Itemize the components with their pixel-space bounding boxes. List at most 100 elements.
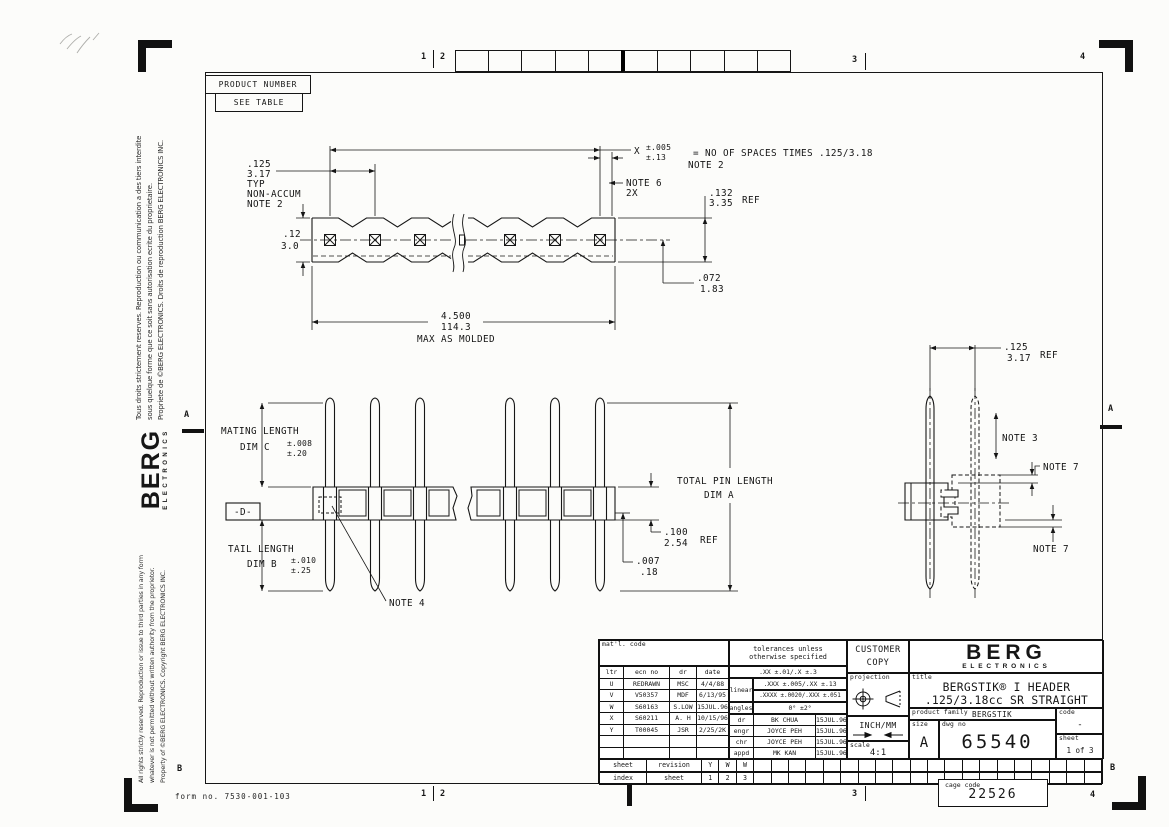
dim-b-label: DIM B xyxy=(247,559,277,570)
code-label: code xyxy=(1059,709,1075,716)
customer-copy-line1: CUSTOMER xyxy=(855,645,901,655)
zone-divider xyxy=(865,786,866,801)
h132-ref: REF xyxy=(742,195,760,206)
zone-divider xyxy=(433,50,434,68)
pin-cross-sections xyxy=(324,234,606,246)
x-tol-mm: ±.13 xyxy=(646,153,666,162)
zone-label-left-b: B xyxy=(177,764,183,774)
end-view-dimensions xyxy=(929,345,1062,542)
code-value: - xyxy=(1077,720,1083,730)
pitch2-inch: .125 xyxy=(1004,342,1028,353)
cage-code-box: cage code 22526 xyxy=(938,779,1048,807)
berg-logo-sub: ELECTRONICS xyxy=(962,663,1051,670)
size-cell: size A xyxy=(909,720,939,759)
projection-label: projection xyxy=(850,674,890,681)
tolerance-row-xxxx: .XXXX ±.0020/.XXX ±.051 xyxy=(753,690,847,702)
cage-code-label: cage code xyxy=(945,781,981,789)
pitch-mm: 3.17 xyxy=(247,169,271,180)
h132-mm: 3.35 xyxy=(709,198,733,209)
note6-ref: NOTE 6 xyxy=(626,178,662,189)
product-number-label: PRODUCT NUMBER xyxy=(205,75,311,94)
linear-label-cell: linear xyxy=(729,678,753,702)
top-cell-strip xyxy=(455,50,792,72)
note7-ref-a: NOTE 7 xyxy=(1043,462,1079,473)
dwg-no-cell: dwg no 65540 xyxy=(939,720,1056,759)
non-accum-label: NON-ACCUM xyxy=(247,189,301,200)
h100-ref: REF xyxy=(700,535,718,546)
title-cell: title BERGSTIK® I HEADER .125/3.18cc SR … xyxy=(909,673,1104,708)
note7-ref-b: NOTE 7 xyxy=(1033,544,1069,555)
zone-label-top-2: 2 xyxy=(440,52,446,62)
customer-copy-cell: CUSTOMER COPY xyxy=(847,640,909,673)
dim-a-label: DIM A xyxy=(704,490,734,501)
size-value: A xyxy=(919,735,929,751)
note6-qty: 2X xyxy=(626,188,638,199)
product-family-cell: product family BERGSTIK xyxy=(909,708,1056,720)
drawing-title-line2: .125/3.18cc SR STRAIGHT xyxy=(924,694,1089,707)
datum-d-label: -D- xyxy=(234,507,252,518)
zone-divider xyxy=(865,53,866,70)
dim-b-tol-mm: ±.25 xyxy=(291,566,311,575)
scale-value: 4:1 xyxy=(869,748,887,758)
zone-label-left-a: A xyxy=(184,410,190,420)
cage-code-value: 22526 xyxy=(968,787,1018,802)
h100-inch: .100 xyxy=(664,527,688,538)
zone-tick xyxy=(1100,425,1122,429)
zone-label-bottom-4: 4 xyxy=(1090,790,1096,800)
size-label: size xyxy=(912,721,928,728)
dwg-no-value: 65540 xyxy=(961,731,1034,753)
matl-code-cell: mat'l. code xyxy=(599,640,729,666)
scale-label: scale xyxy=(850,742,870,749)
tolerance-header-line1: tolerances unless xyxy=(753,644,823,653)
scale-cell: scale 4:1 xyxy=(847,741,909,759)
h072-mm: 1.83 xyxy=(700,284,724,295)
units-label: INCH/MM xyxy=(859,720,897,730)
length-inch: 4.500 xyxy=(441,311,471,322)
tolerance-row-xxx: .XXX ±.005/.XX ±.13 xyxy=(753,678,847,690)
zone-label-top-1: 1 xyxy=(421,52,427,62)
corner-mark-br2 xyxy=(1112,802,1146,810)
corner-mark-bl xyxy=(124,778,132,812)
side-view xyxy=(225,486,616,521)
sheet-value: 1 of 3 xyxy=(1066,746,1094,755)
form-number: form no. 7530-001-103 xyxy=(175,792,291,801)
end-view-callouts: .125 3.17 REF NOTE 3 NOTE 7 NOTE 7 xyxy=(1002,342,1079,555)
dim-c-tol-inch: ±.008 xyxy=(287,439,312,448)
x-dim-label: X xyxy=(634,146,640,157)
corner-mark-br xyxy=(1138,776,1146,810)
zone-label-bottom-2: 2 xyxy=(440,789,446,799)
third-angle-projection-icon xyxy=(852,688,901,710)
zone-tick xyxy=(182,429,204,433)
dim-b-tol-inch: ±.010 xyxy=(291,556,316,565)
revision-row-empty xyxy=(599,746,729,759)
sheet-index-row-top: sheet revision Y W W xyxy=(599,759,1102,772)
end-view xyxy=(898,388,1010,598)
handwritten-mark xyxy=(59,32,100,54)
tolerance-header-line2: otherwise specified xyxy=(749,653,827,661)
note2-ref-b: NOTE 2 xyxy=(688,160,724,171)
h100-mm: 2.54 xyxy=(664,538,688,549)
typ-label: TYP xyxy=(247,179,265,190)
rev-header: dr xyxy=(669,666,697,679)
corner-mark-tl2 xyxy=(138,40,146,72)
pitch-inch: .125 xyxy=(247,159,271,170)
units-arrows-icon xyxy=(853,731,903,739)
customer-copy-line2: COPY xyxy=(866,658,890,668)
sheet-index-strip: sheet revision Y W W index sheet 1 2 3 xyxy=(599,759,1102,785)
zone-label-top-4: 4 xyxy=(1080,52,1086,62)
drawing-title-line1: BERGSTIK® I HEADER xyxy=(942,681,1071,694)
side-view-callouts: MATING LENGTH DIM C ±.008 ±.20 -D- TAIL … xyxy=(221,426,773,609)
revision-row-empty xyxy=(599,735,729,748)
